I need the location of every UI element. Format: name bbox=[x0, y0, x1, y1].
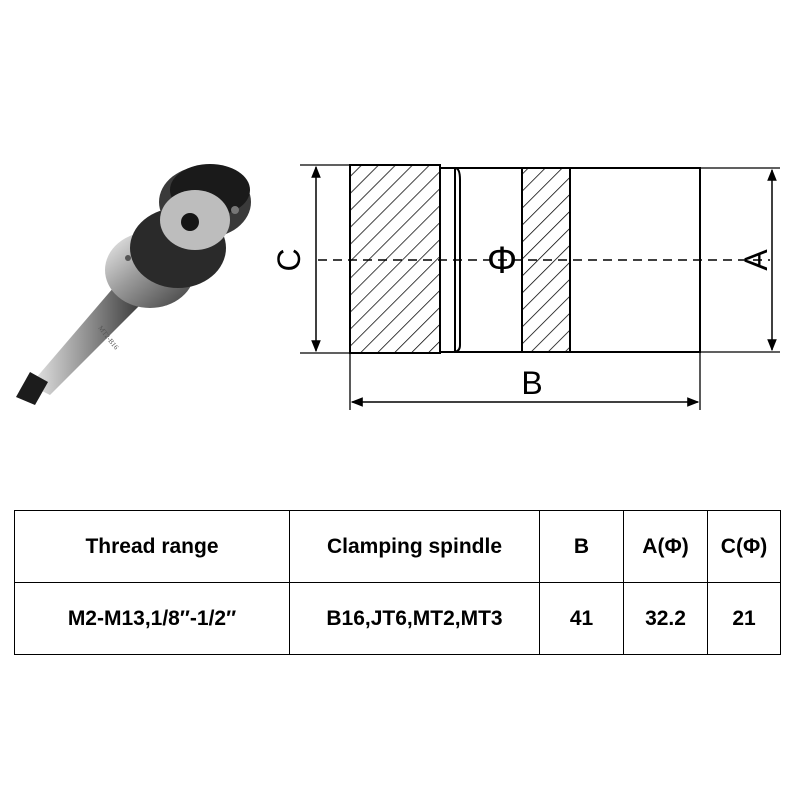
chuck-body bbox=[105, 164, 251, 308]
header-clamping-spindle: Clamping spindle bbox=[289, 510, 540, 583]
cell-b: 41 bbox=[539, 582, 624, 655]
cell-thread-range: M2-M13,1/8″-1/2″ bbox=[14, 582, 290, 655]
table-header-row: Thread range Clamping spindle B A(Φ) C(Φ… bbox=[14, 510, 781, 583]
taper-shank bbox=[16, 280, 150, 405]
header-a-diameter: A(Φ) bbox=[623, 510, 708, 583]
cell-a-diameter: 32.2 bbox=[623, 582, 708, 655]
cell-clamping-spindle: B16,JT6,MT2,MT3 bbox=[289, 582, 540, 655]
extension-lines bbox=[300, 164, 780, 410]
cell-c-diameter: 21 bbox=[707, 582, 781, 655]
dimension-a-label: A bbox=[738, 249, 774, 271]
product-photo: MT2-B16 bbox=[16, 164, 251, 405]
center-phi-symbol: Φ bbox=[487, 240, 517, 282]
header-thread-range: Thread range bbox=[14, 510, 290, 583]
body-outline bbox=[349, 164, 701, 354]
spec-table: Thread range Clamping spindle B A(Φ) C(Φ… bbox=[14, 510, 781, 655]
header-c-diameter: C(Φ) bbox=[707, 510, 781, 583]
dimension-c-label: C bbox=[271, 248, 307, 271]
dimension-b-label: B bbox=[521, 365, 542, 401]
technical-drawing: Φ C A B bbox=[271, 164, 780, 410]
table-row: M2-M13,1/8″-1/2″ B16,JT6,MT2,MT3 41 32.2… bbox=[14, 582, 781, 655]
header-b: B bbox=[539, 510, 624, 583]
